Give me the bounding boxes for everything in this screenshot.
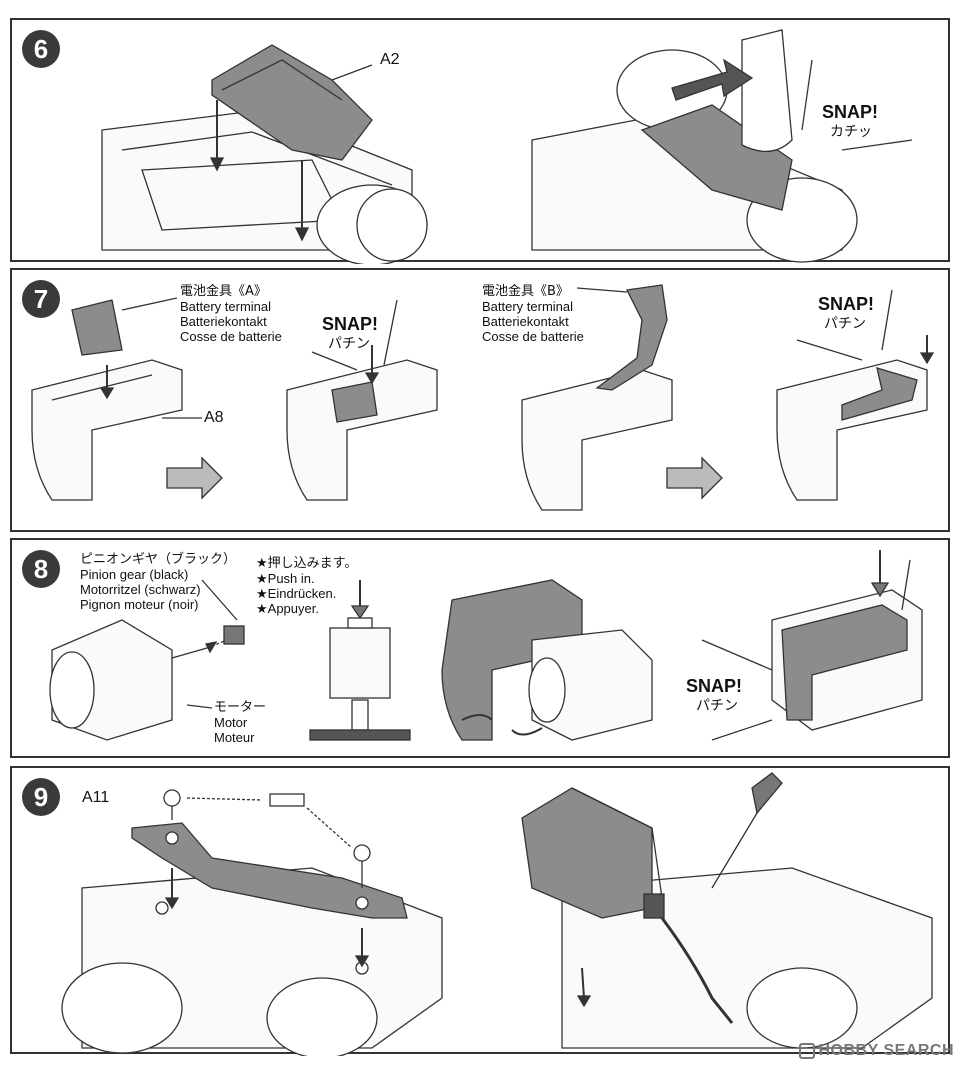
step-number-badge: 9 [22,778,60,816]
step-6-panel: 6 A2 SNAP! カチッ [10,18,950,264]
terminal-a-de: Batteriekontakt [180,314,267,329]
step-number-badge: 7 [22,280,60,318]
part-label-a11: A11 [82,789,110,806]
pinion-de: Motorritzel (schwarz) [80,582,201,597]
step-8-panel: 8 ピニオンギヤ（ブラック） Pinion gear (black) Motor… [10,538,950,758]
terminal-a-fr: Cosse de batterie [180,329,282,344]
step-7-panel: 7 電池金具《A》 Battery terminal Batteriekonta… [10,268,950,532]
pinion-fr: Pignon moteur (noir) [80,597,199,612]
terminal-b-fr: Cosse de batterie [482,329,584,344]
step-number-badge: 8 [22,550,60,588]
motor-fr: Moteur [214,730,255,745]
motor-label: モーター Motor Moteur [214,700,266,745]
snap-label: SNAP! [822,102,879,122]
terminal-a-jp: 電池金具《A》 [180,284,267,299]
step-number-badge: 6 [22,30,60,68]
snap-label-jp: パチン [696,698,738,714]
snap-label-2-jp: パチン [824,316,866,332]
snap-label-jp: カチッ [830,124,872,140]
watermark-text: HOBBY SEARCH [818,1042,954,1059]
terminal-b-de: Batteriekontakt [482,314,569,329]
snap-label: SNAP! [686,676,743,696]
terminal-a-en: Battery terminal [180,299,272,314]
terminal-b-jp: 電池金具《B》 [482,284,569,299]
snap-label-1: SNAP! [322,314,379,334]
watermark: HOBBY SEARCH [798,1042,955,1060]
push-in-note: ★押し込みます。 ★Push in. ★Eindrücken. ★Appuyer… [256,556,357,616]
motor-jp: モーター [214,700,267,715]
step-9-panel: 9 A11 [10,766,950,1056]
motor-en: Motor [214,715,248,730]
snap-label-1-jp: パチン [328,336,370,352]
terminal-b-en: Battery terminal [482,299,574,314]
pinion-en: Pinion gear (black) [80,567,189,582]
snap-label-2: SNAP! [818,294,875,314]
push-fr: ★Appuyer. [256,601,319,616]
step-7-illustration [31,284,935,511]
hobby-search-logo-icon [798,1042,815,1059]
battery-terminal-a-label: 電池金具《A》 Battery terminal Batteriekontakt… [180,284,282,344]
push-jp: ★押し込みます。 [256,556,358,571]
part-label-a2: A2 [380,51,400,68]
pinion-jp: ピニオンギヤ（ブラック） [80,552,237,567]
pinion-gear-label: ピニオンギヤ（ブラック） Pinion gear (black) Motorri… [80,552,236,612]
battery-terminal-b-label: 電池金具《B》 Battery terminal Batteriekontakt… [482,284,584,344]
step-9-illustration [61,772,933,1056]
part-label-a8: A8 [204,409,224,426]
push-en: ★Push in. [256,571,315,586]
step-8-illustration [49,550,923,741]
push-de: ★Eindrücken. [256,586,337,601]
step-6-illustration [101,29,913,264]
